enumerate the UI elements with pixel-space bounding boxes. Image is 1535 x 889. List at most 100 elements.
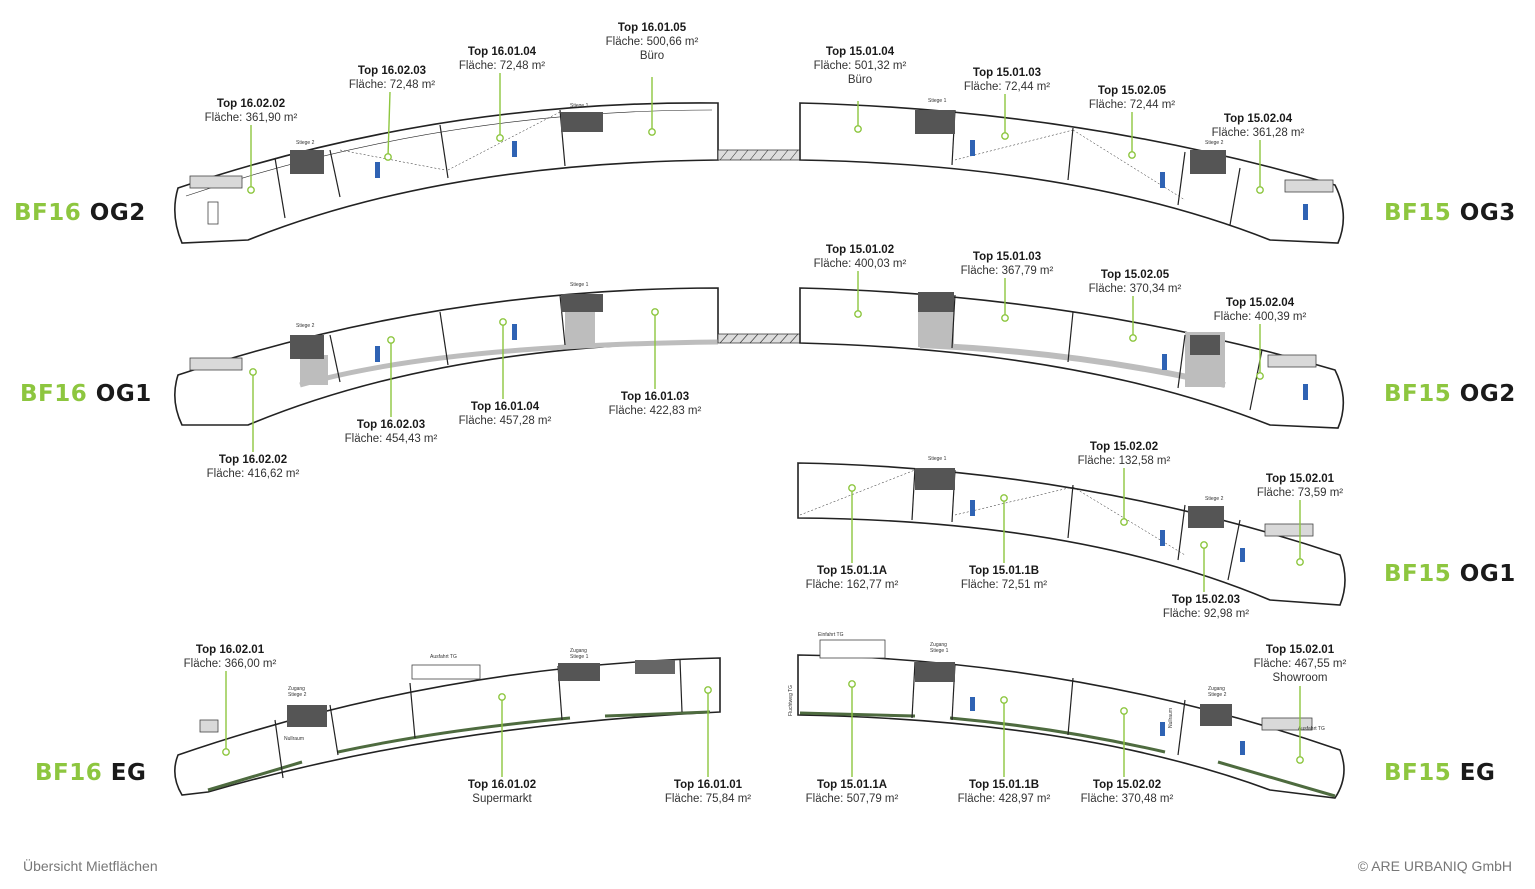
floor-label-building: BF16 (35, 760, 103, 786)
unit-area: Fläche: 361,28 m² (1211, 127, 1305, 139)
floor-label-bf16-og1: BF16 OG1 (20, 381, 152, 407)
unit-title: Top 16.01.02 (467, 779, 537, 791)
unit-area: Fläche: 72,51 m² (960, 579, 1048, 591)
unit-area: Fläche: 416,62 m² (206, 468, 300, 480)
unit-area: Fläche: 72,44 m² (963, 81, 1051, 93)
unit-title: Top 16.02.02 (216, 98, 286, 110)
unit-area: Fläche: 75,84 m² (664, 793, 752, 805)
bf16-og2-floorplan: Stiege 2 Stiege 1 (174, 102, 719, 244)
svg-text:Stiege 1: Stiege 1 (928, 456, 947, 462)
unit-marker (1200, 541, 1208, 549)
footer-copyright: © ARE URBANIQ GmbH (1357, 858, 1512, 874)
footer-title: Übersicht Mietflächen (23, 858, 158, 874)
unit-area: Fläche: 361,90 m² (204, 112, 298, 124)
unit-title: Top 15.02.04 (1225, 297, 1295, 309)
unit-use: Büro (639, 50, 665, 62)
floor-label-level: OG2 (1459, 381, 1516, 407)
unit-marker (1120, 707, 1128, 715)
svg-text:Stiege 2: Stiege 2 (1205, 140, 1224, 146)
unit-marker (854, 310, 862, 318)
unit-title: Top 16.02.03 (357, 65, 427, 77)
unit-marker (499, 318, 507, 326)
unit-area: Fläche: 72,48 m² (348, 79, 436, 91)
svg-text:Einfahrt TG: Einfahrt TG (818, 632, 844, 638)
unit-title: Top 16.02.01 (195, 644, 265, 656)
bf16-og1-floorplan: Stiege 2 Stiege 1 (174, 282, 719, 426)
unit-title: Top 15.02.04 (1223, 113, 1293, 125)
floor-label-bf15-og3: BF15 OG3 (1384, 200, 1516, 226)
floor-label-building: BF15 (1384, 381, 1452, 407)
bf16-eg-floorplan: Ausfahrt TG Zugang Stiege 1 Zugang Stieg… (174, 648, 721, 796)
unit-marker (249, 368, 257, 376)
svg-text:Stiege 1: Stiege 1 (570, 282, 589, 288)
unit-marker (1296, 558, 1304, 566)
unit-area: Fläche: 162,77 m² (805, 579, 899, 591)
unit-title: Top 16.01.03 (620, 391, 690, 403)
floor-label-level: OG3 (1459, 200, 1516, 226)
bridge-upper-hatch (719, 149, 799, 161)
unit-use: Showroom (1272, 672, 1328, 684)
svg-text:Ausfahrt TG: Ausfahrt TG (430, 654, 457, 660)
unit-area: Fläche: 72,44 m² (1088, 99, 1176, 111)
svg-text:Nullraum: Nullraum (284, 736, 304, 742)
unit-area: Fläche: 500,66 m² (605, 36, 699, 48)
unit-title: Top 15.01.1B (968, 779, 1040, 791)
unit-marker (1129, 334, 1137, 342)
floor-label-bf15-og2: BF15 OG2 (1384, 381, 1516, 407)
unit-marker (1256, 186, 1264, 194)
unit-marker (387, 336, 395, 344)
unit-area: Fläche: 73,59 m² (1256, 487, 1344, 499)
unit-area: Fläche: 507,79 m² (805, 793, 899, 805)
unit-marker (384, 153, 392, 161)
unit-title: Top 15.02.01 (1265, 473, 1335, 485)
unit-title: Top 16.01.01 (673, 779, 743, 791)
unit-marker (498, 693, 506, 701)
unit-use: Büro (847, 74, 873, 86)
svg-text:Zugang: Zugang (288, 686, 305, 692)
unit-title: Top 16.02.03 (356, 419, 426, 431)
floor-label-level: OG2 (89, 200, 146, 226)
unit-marker (648, 128, 656, 136)
svg-text:Stiege 1: Stiege 1 (930, 648, 949, 654)
unit-title: Top 15.01.04 (825, 46, 895, 58)
svg-text:Stiege 2: Stiege 2 (1205, 496, 1224, 502)
floor-label-building: BF16 (20, 381, 88, 407)
unit-area: Fläche: 467,55 m² (1253, 658, 1347, 670)
floor-label-level: EG (1459, 760, 1496, 786)
unit-area: Fläche: 367,79 m² (960, 265, 1054, 277)
bf15-og2-floorplan (799, 287, 1345, 429)
floor-label-building: BF15 (1384, 760, 1452, 786)
unit-area: Fläche: 501,32 m² (813, 60, 907, 72)
unit-area: Fläche: 132,58 m² (1077, 455, 1171, 467)
unit-marker (848, 484, 856, 492)
unit-title: Top 16.01.04 (470, 401, 540, 413)
bridge-lower-hatch (719, 333, 799, 344)
unit-area: Fläche: 457,28 m² (458, 415, 552, 427)
bf15-eg-floorplan: Einfahrt TG Zugang Stiege 1 Zugang Stieg… (788, 632, 1345, 799)
unit-title: Top 16.02.02 (218, 454, 288, 466)
unit-title: Top 15.01.1A (816, 565, 888, 577)
unit-marker (854, 125, 862, 133)
bridge-upper (717, 149, 801, 161)
unit-title: Top 15.02.02 (1089, 441, 1159, 453)
floor-label-building: BF15 (1384, 200, 1452, 226)
unit-title: Top 16.01.05 (617, 22, 687, 34)
unit-area: Fläche: 454,43 m² (344, 433, 438, 445)
floor-label-building: BF16 (14, 200, 82, 226)
